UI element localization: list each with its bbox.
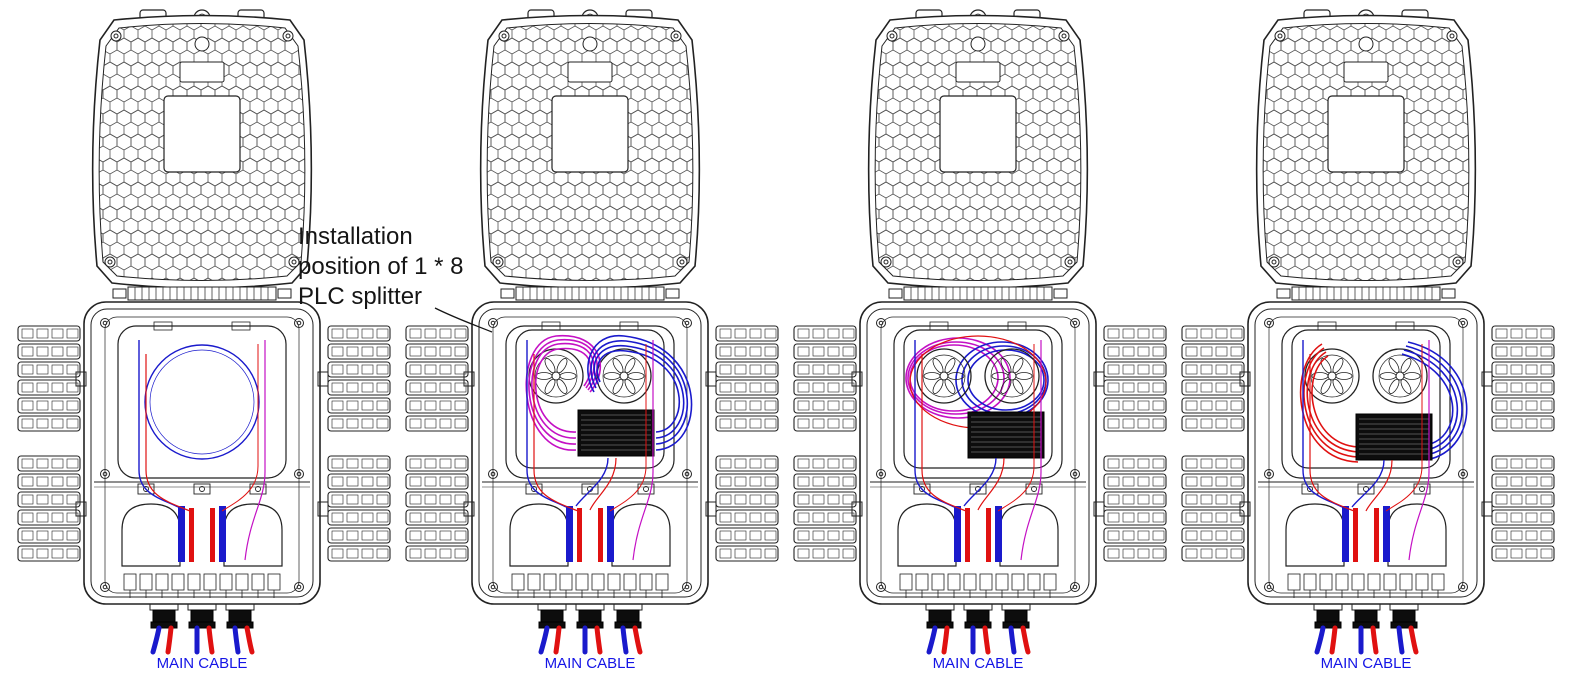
splice-tray-coiled bbox=[903, 329, 1053, 561]
box-panel-3: MAIN CABLE bbox=[794, 10, 1166, 672]
fiber-bundle-magenta bbox=[525, 335, 602, 451]
box-panel-1: MAIN CABLE bbox=[18, 10, 390, 672]
box-panel-4: MAIN CABLE bbox=[1182, 10, 1554, 672]
annotation-leader-line bbox=[434, 307, 493, 333]
main-cable-label: MAIN CABLE bbox=[933, 655, 1024, 672]
main-cable-label: MAIN CABLE bbox=[545, 655, 636, 672]
annotation-line-1: Installation bbox=[298, 223, 413, 250]
annotation: Installation position of 1 * 8 PLC split… bbox=[298, 223, 493, 333]
main-cable-label: MAIN CABLE bbox=[1321, 655, 1412, 672]
annotation-line-2: position of 1 * 8 bbox=[298, 253, 463, 280]
annotation-line-3: PLC splitter bbox=[298, 283, 422, 310]
splice-tray-with-splitter bbox=[515, 329, 693, 561]
main-cable-label: MAIN CABLE bbox=[157, 655, 248, 672]
empty-splice-tray bbox=[138, 339, 266, 561]
box-panel-2: MAIN CABLE bbox=[406, 10, 778, 672]
splice-tray-compact bbox=[1291, 329, 1468, 561]
